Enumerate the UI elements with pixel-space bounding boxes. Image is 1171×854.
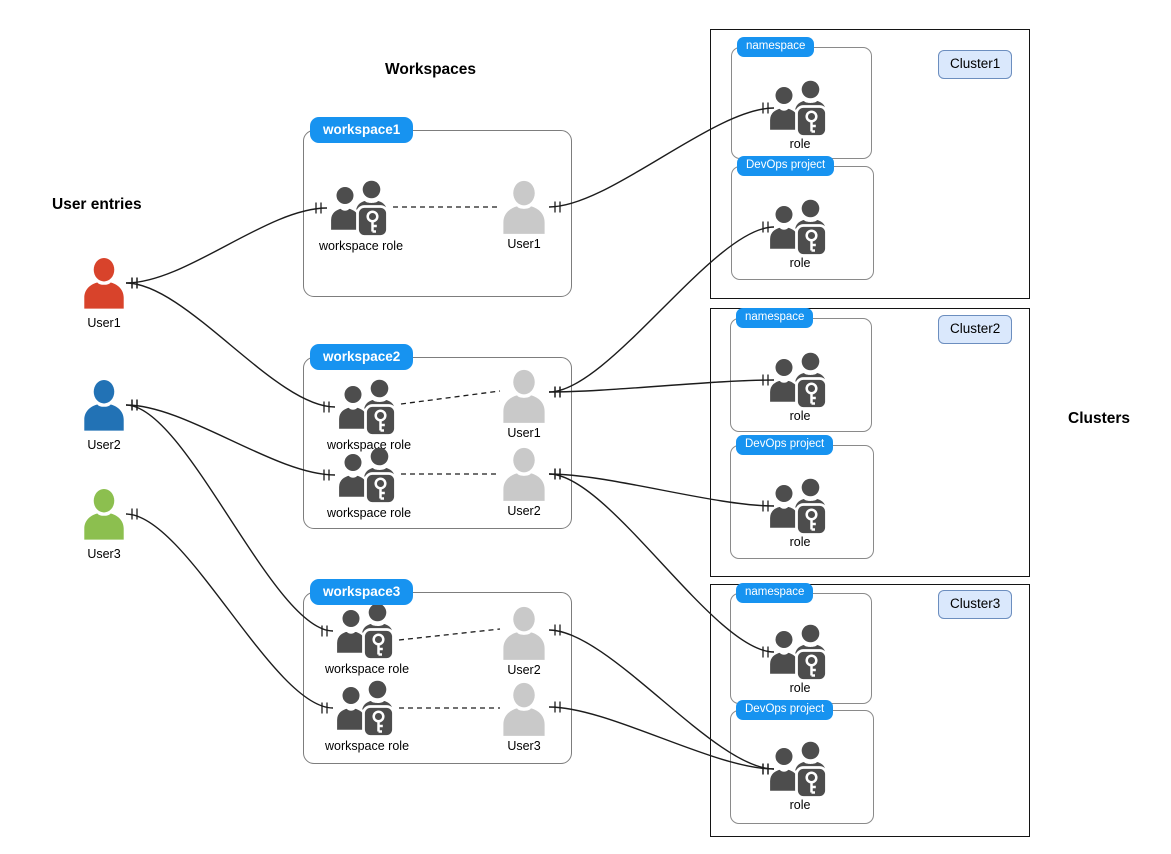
workspace-user-label: User2 <box>507 663 541 677</box>
connection-line <box>125 513 334 709</box>
workspace-role-icon <box>328 179 393 238</box>
role-label: role <box>789 256 811 270</box>
user-entry-label: User1 <box>87 316 121 330</box>
namespace-pill: namespace <box>737 37 815 57</box>
workspace-role-icon <box>336 446 401 505</box>
user-entry-label: User2 <box>87 438 121 452</box>
workspace-user-icon <box>501 447 547 501</box>
connection-line <box>125 207 328 284</box>
workspace-role-icon <box>334 679 399 738</box>
cluster-title-badge: Cluster3 <box>938 590 1013 619</box>
workspace-role-icon <box>334 602 399 661</box>
workspace-user-label: User1 <box>507 237 541 251</box>
user-entries-heading: User entries <box>52 196 142 213</box>
role-label: role <box>789 409 811 423</box>
cluster-title-badge: Cluster2 <box>938 315 1013 344</box>
role-label: role <box>789 535 811 549</box>
workspace-user-icon <box>501 369 547 423</box>
workspace-title-pill: workspace1 <box>310 117 414 143</box>
role-icon <box>767 740 832 799</box>
workspace-role-label: workspace role <box>326 438 412 452</box>
user-icon <box>82 487 126 541</box>
workspace-role-label: workspace role <box>324 662 410 676</box>
workspaces-heading: Workspaces <box>385 61 477 78</box>
user-icon <box>82 256 126 310</box>
user-icon <box>82 378 126 432</box>
workspace-title-pill: workspace3 <box>310 579 414 605</box>
role-label: role <box>789 137 811 151</box>
namespace-pill: namespace <box>736 583 814 603</box>
role-label: role <box>789 798 811 812</box>
role-icon <box>767 351 832 410</box>
workspace-user-icon <box>501 606 547 660</box>
workspace-user-icon <box>501 180 547 234</box>
user-entry-label: User3 <box>87 547 121 561</box>
namespace-pill: namespace <box>736 308 814 328</box>
workspace-title-pill: workspace2 <box>310 344 414 370</box>
workspace-role-label: workspace role <box>324 739 410 753</box>
role-label: role <box>789 681 811 695</box>
workspace-user-label: User3 <box>507 739 541 753</box>
workspace-role-label: workspace role <box>318 239 404 253</box>
cluster-title-badge: Cluster1 <box>938 50 1013 79</box>
workspace-user-label: User1 <box>507 426 541 440</box>
role-icon <box>767 79 832 138</box>
workspace-user-icon <box>501 682 547 736</box>
clusters-heading: Clusters <box>1068 410 1131 427</box>
workspace-role-icon <box>336 378 401 437</box>
connection-line <box>125 404 334 632</box>
devops-project-pill: DevOps project <box>737 156 835 176</box>
role-icon <box>767 198 832 257</box>
devops-project-pill: DevOps project <box>736 435 834 455</box>
workspace-role-label: workspace role <box>326 506 412 520</box>
role-icon <box>767 477 832 536</box>
role-icon <box>767 623 832 682</box>
workspace-user-label: User2 <box>507 504 541 518</box>
devops-project-pill: DevOps project <box>736 700 834 720</box>
